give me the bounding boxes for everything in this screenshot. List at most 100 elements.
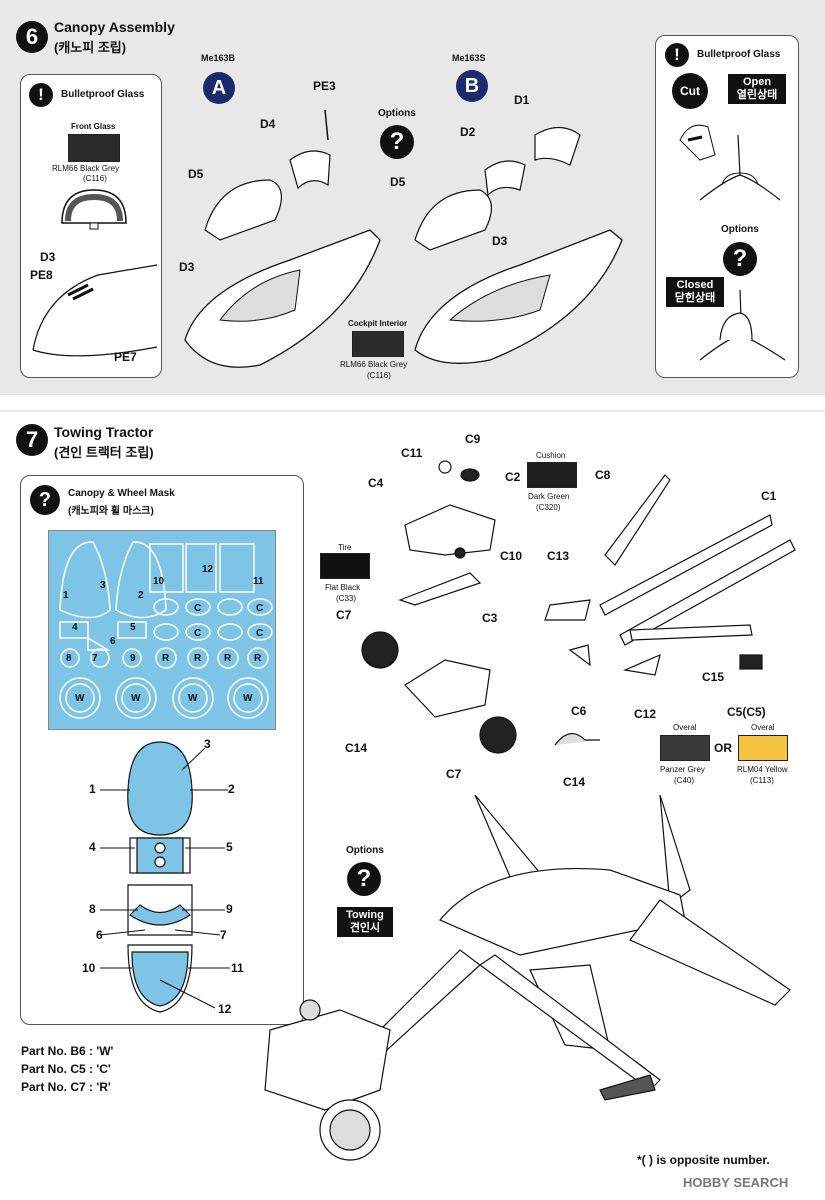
overall-a-paint: Panzer Grey [660,765,705,774]
closed-label: Closed [676,279,714,291]
part-label: D3 [179,260,195,274]
or-label: OR [714,741,732,755]
mask-label: 8 [66,653,72,664]
part-note: Part No. B6 : 'W' [21,1044,114,1058]
part-label: D3 [492,234,508,248]
mask-label: 10 [153,576,165,587]
part-label: D5 [188,167,204,181]
mask-diagram-number: 4 [89,840,96,854]
mask-label: C [256,628,264,639]
step6-number: 6 [16,21,48,53]
cut-badge: Cut [672,73,708,109]
towing-aircraft-diagram [264,794,791,1161]
variant-a-badge: A [203,72,235,104]
options-label-step7: Options [346,845,384,856]
part-label: C3 [482,611,498,625]
mask-diagram-number: 11 [231,961,244,975]
part-label: C11 [401,446,423,460]
mask-title: Canopy & Wheel Mask [68,488,175,499]
footnote: *( ) is opposite number. [637,1153,770,1167]
open-label-kr: 열린상태 [736,89,778,101]
rlm04-yellow-swatch [738,735,788,761]
mask-diagram-number: 6 [96,928,103,942]
mask-label: C [194,628,202,639]
question-icon: ? [347,862,381,896]
cockpit-code: (C116) [367,371,391,380]
mask-diagram-number: 2 [228,782,235,796]
part-label: C9 [465,432,481,446]
canopy-mask-diagram [99,741,230,1013]
part-label: C14 [345,741,368,755]
mask-label: W [243,693,253,704]
part-note: Part No. C7 : 'R' [21,1080,111,1094]
mask-diagram-number: 8 [89,902,96,916]
mask-label: W [131,693,141,704]
mask-label: 9 [130,653,136,664]
cut-label: Cut [680,84,700,98]
tractor-assembly-diagram [361,460,796,754]
mask-label: R [194,653,202,664]
dark-green-swatch [527,462,577,488]
mask-label: R [224,653,232,664]
part-label: D1 [514,93,530,107]
canopy-side-diagram [32,264,158,357]
part-label: PE7 [114,350,137,364]
variant-b-name: Me163S [452,53,486,63]
part-label: C7 [336,608,352,622]
question-icon: ? [380,125,414,159]
step7-subtitle: (견인 트랙터 조립) [54,445,154,460]
divider [0,410,825,412]
watermark: HOBBY SEARCH [683,1175,789,1190]
bulletproof-glass-title: Bulletproof Glass [61,89,145,100]
towing-badge: Towing 견인시 [337,907,393,937]
mask-label: 5 [130,622,136,633]
question-icon: ? [30,485,60,515]
part-label: C1 [761,489,777,503]
closed-badge: Closed 닫힌상태 [666,277,724,307]
mask-diagram-number: 1 [89,782,96,796]
mask-diagram-number: 5 [226,840,233,854]
part-note: Part No. C5 : 'C' [21,1062,111,1076]
part-label: C12 [634,707,657,721]
part-label: C10 [500,549,523,563]
step6-title: Canopy Assembly [54,19,175,35]
open-badge: Open 열린상태 [728,74,786,104]
part-label: D4 [260,117,276,131]
cushion-label: Cushion [536,451,566,460]
me163s-fuselage-diagram [414,126,623,364]
mask-diagram-number: 3 [204,737,211,751]
cushion-code: (C320) [536,503,561,512]
variant-a-name: Me163B [201,53,236,63]
towing-label: Towing [346,909,384,921]
part-label: C5(C5) [727,705,766,719]
overall-a-label: Overal [673,723,697,732]
warning-icon: ! [29,83,53,107]
cockpit-interior-label: Cockpit Interior [348,319,408,328]
overall-b-label: Overal [751,723,775,732]
overall-a-code: (C40) [674,776,695,785]
mask-diagram-number: 9 [226,902,233,916]
tire-paint: Flat Black [325,583,361,592]
part-label: C7 [446,767,462,781]
rlm66-swatch [68,134,120,162]
part-label: C8 [595,468,611,482]
cushion-paint: Dark Green [528,492,570,501]
overall-b-paint: RLM04 Yellow [737,765,788,774]
part-label: C13 [547,549,570,563]
step7-number: 7 [16,424,48,456]
part-label: C6 [571,704,587,718]
overall-b-code: (C113) [750,776,774,785]
part-label: PE3 [313,79,336,93]
bulletproof-glass-title-right: Bulletproof Glass [697,49,781,60]
options-label-right: Options [721,224,759,235]
cockpit-paint: RLM66 Black Grey [340,360,408,369]
variant-b-badge: B [456,70,488,102]
mask-subtitle: (캐노피와 휠 마스크) [68,506,154,517]
panzer-grey-swatch [660,735,710,761]
mask-label: W [75,693,85,704]
closed-glass-diagram [699,289,786,361]
mask-label: 6 [110,636,116,647]
mask-label: 11 [253,576,264,587]
cockpit-swatch [352,331,404,357]
question-icon: ? [723,242,757,276]
